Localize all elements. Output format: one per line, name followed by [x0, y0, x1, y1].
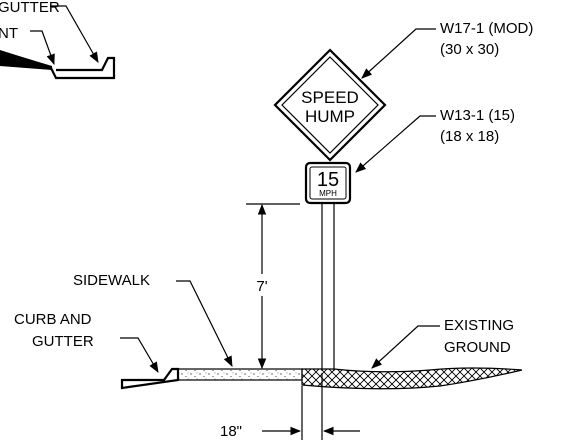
- label-w17-code: W17-1 (MOD): [440, 20, 533, 37]
- leader-nt-partial: [30, 30, 55, 66]
- leader-w17: [361, 28, 436, 79]
- leader-w13: [355, 115, 436, 173]
- plaque-number: 15: [317, 169, 339, 191]
- label-w13-size: (18 x 18): [440, 128, 499, 145]
- pavement-wedge: [0, 50, 52, 70]
- top-left-partial-detail: GUTTER NT: [0, 0, 116, 80]
- existing-ground-hatch: [301, 367, 523, 390]
- label-curb-line1: CURB AND: [14, 311, 92, 328]
- plaque-unit: MPH: [319, 189, 337, 198]
- leader-sidewalk: [176, 280, 233, 367]
- sign-text-speed: SPEED: [301, 88, 359, 107]
- leader-ground: [371, 325, 440, 369]
- height-dimension: 7': [246, 203, 300, 370]
- label-gutter-partial: GUTTER: [0, 0, 60, 16]
- label-height: 7': [256, 278, 267, 295]
- label-offset: 18": [220, 423, 242, 440]
- leader-curb: [120, 337, 159, 373]
- leader-gutter-partial: [50, 5, 99, 63]
- speed-plaque: 15 MPH: [304, 161, 352, 205]
- curb-profile-partial: [49, 56, 116, 80]
- sign-post: [321, 203, 335, 371]
- curb-profile: [120, 367, 180, 390]
- label-ground-line2: GROUND: [444, 339, 511, 356]
- sign-text-hump: HUMP: [305, 107, 355, 126]
- label-w17-size: (30 x 30): [440, 41, 499, 58]
- label-curb-line2: GUTTER: [32, 333, 94, 350]
- label-sidewalk: SIDEWALK: [73, 272, 150, 289]
- speed-hump-sign: SPEED HUMP: [273, 48, 387, 162]
- label-w13-code: W13-1 (15): [440, 107, 515, 124]
- sidewalk-slab: [177, 368, 303, 381]
- label-ground-line1: EXISTING: [444, 317, 514, 334]
- ground-section: [120, 367, 523, 390]
- label-nt-partial: NT: [0, 25, 18, 42]
- offset-dimension: 18": [220, 373, 360, 440]
